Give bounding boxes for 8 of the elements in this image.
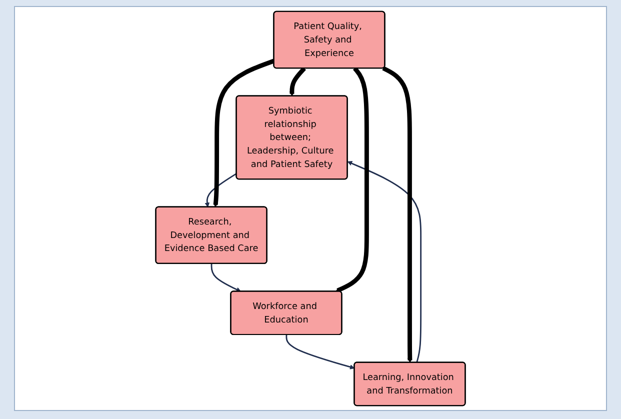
arrow [335,66,369,293]
arrow [347,161,422,363]
arrow [290,66,306,96]
arrow [213,58,275,208]
arrow [204,172,237,208]
arrow [210,264,242,292]
arrow [286,334,355,370]
arrow [382,66,412,363]
